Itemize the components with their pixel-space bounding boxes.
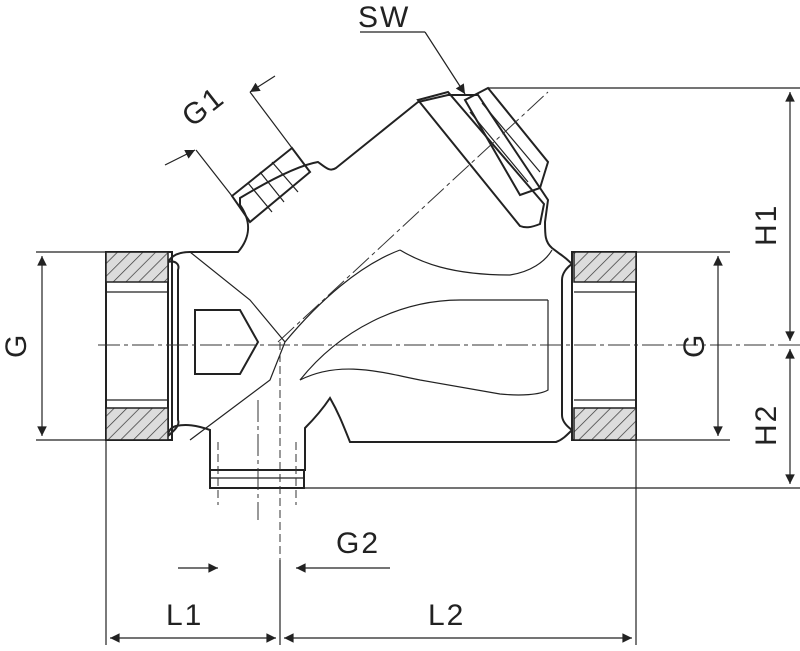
g-left-label: G [0, 333, 33, 358]
g1-label: G1 [176, 80, 231, 133]
dimension-lines [36, 31, 800, 645]
center-lines [98, 91, 800, 560]
left-thread-hatch-bottom [105, 407, 169, 441]
right-thread-hatch-bottom [573, 407, 637, 441]
sw-cap [416, 86, 550, 229]
flow-direction-arrow [194, 309, 260, 375]
valve-body [105, 86, 637, 489]
l2-label: L2 [428, 599, 465, 632]
g-right-label: G [678, 333, 711, 358]
g2-label: G2 [336, 527, 380, 560]
l1-label: L1 [166, 599, 203, 632]
g2-drain-port [209, 469, 305, 489]
right-thread-hatch-top [573, 251, 637, 283]
h1-label: H1 [750, 204, 783, 246]
sw-label: SW [358, 1, 410, 34]
left-thread-hatch-top [105, 251, 169, 283]
h2-label: H2 [750, 404, 783, 446]
g1-port [230, 146, 312, 224]
